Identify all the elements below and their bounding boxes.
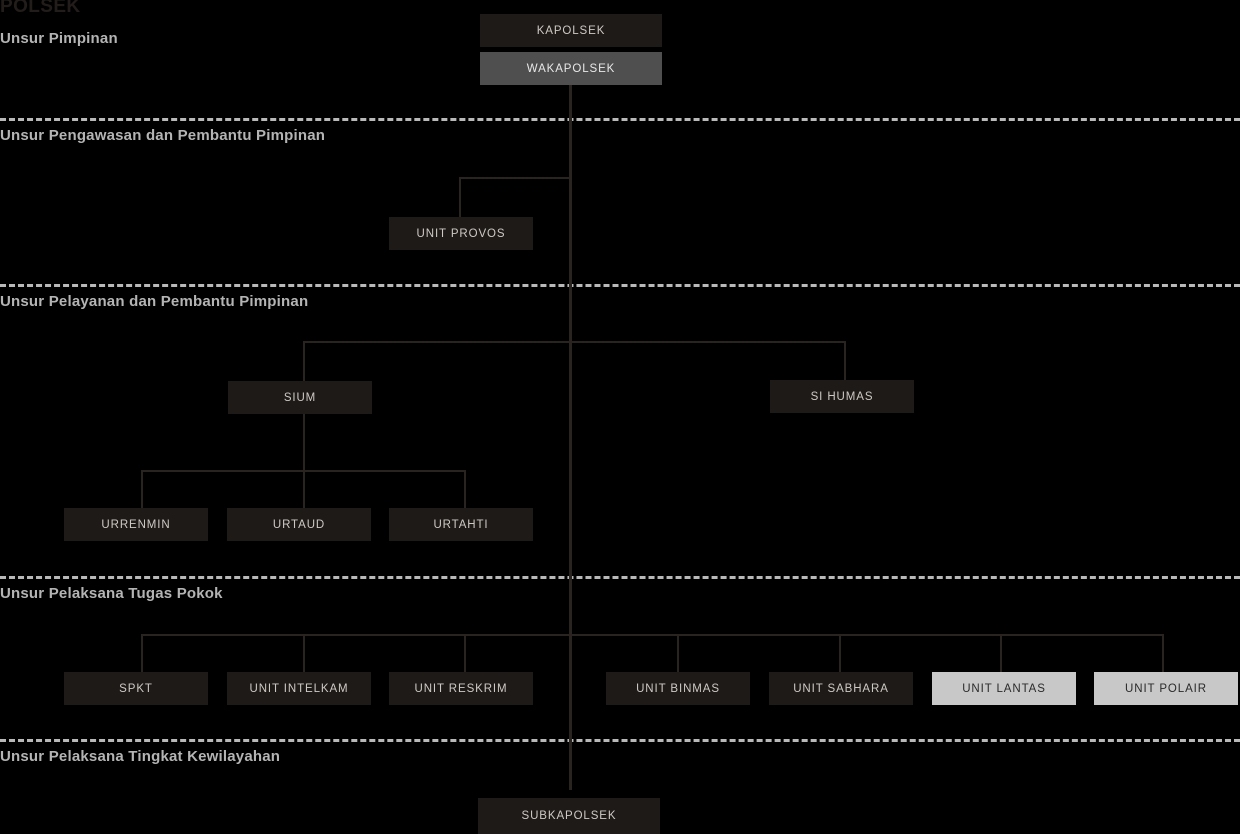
connector-provos-horizontal bbox=[459, 177, 571, 179]
connector-urrenmin-drop bbox=[141, 470, 143, 508]
connector-pelaksana-bus bbox=[141, 634, 1163, 636]
node-urrenmin[interactable]: URRENMIN bbox=[64, 508, 208, 541]
node-unit-provos[interactable]: UNIT PROVOS bbox=[389, 217, 533, 250]
node-unit-intelkam[interactable]: UNIT INTELKAM bbox=[227, 672, 371, 705]
node-unit-sabhara[interactable]: UNIT SABHARA bbox=[769, 672, 913, 705]
connector-urtaud-drop bbox=[303, 470, 305, 508]
connector-intelkam-drop bbox=[303, 634, 305, 672]
node-unit-polair[interactable]: UNIT POLAIR bbox=[1094, 672, 1238, 705]
connector-lantas-drop bbox=[1000, 634, 1002, 672]
connector-polair-drop bbox=[1162, 634, 1164, 672]
node-unit-lantas[interactable]: UNIT LANTAS bbox=[932, 672, 1076, 705]
section-label-pelayanan: Unsur Pelayanan dan Pembantu Pimpinan bbox=[0, 293, 309, 310]
divider-pelayanan-pelaksana bbox=[0, 576, 1240, 579]
divider-pimpinan-pengawasan bbox=[0, 118, 1240, 121]
node-urtaud[interactable]: URTAUD bbox=[227, 508, 371, 541]
node-si-humas[interactable]: SI HUMAS bbox=[770, 380, 914, 413]
connector-binmas-drop bbox=[677, 634, 679, 672]
node-kapolsek[interactable]: KAPOLSEK bbox=[480, 14, 662, 47]
main-spine-connector bbox=[569, 85, 572, 790]
node-sium[interactable]: SIUM bbox=[228, 381, 372, 414]
connector-sabhara-drop bbox=[839, 634, 841, 672]
node-urtahti[interactable]: URTAHTI bbox=[389, 508, 533, 541]
section-label-pimpinan: Unsur Pimpinan bbox=[0, 30, 118, 47]
connector-provos-drop bbox=[459, 177, 461, 218]
node-spkt[interactable]: SPKT bbox=[64, 672, 208, 705]
connector-reskrim-drop bbox=[464, 634, 466, 672]
section-label-kewilayahan: Unsur Pelaksana Tingkat Kewilayahan bbox=[0, 748, 281, 765]
node-unit-binmas[interactable]: UNIT BINMAS bbox=[606, 672, 750, 705]
section-label-pengawasan: Unsur Pengawasan dan Pembantu Pimpinan bbox=[0, 127, 326, 144]
page-title: POLSEK bbox=[0, 0, 81, 17]
node-subkapolsek[interactable]: SUBKAPOLSEK bbox=[478, 798, 660, 834]
node-wakapolsek[interactable]: WAKAPOLSEK bbox=[480, 52, 662, 85]
connector-urtahti-drop bbox=[464, 470, 466, 508]
connector-spkt-drop bbox=[141, 634, 143, 672]
connector-sium-stem bbox=[303, 414, 305, 472]
section-label-pelaksana: Unsur Pelaksana Tugas Pokok bbox=[0, 585, 223, 602]
connector-pelayanan-bus bbox=[303, 341, 846, 343]
divider-pelaksana-kewilayahan bbox=[0, 739, 1240, 742]
node-unit-reskrim[interactable]: UNIT RESKRIM bbox=[389, 672, 533, 705]
connector-sium-drop bbox=[303, 341, 305, 381]
divider-pengawasan-pelayanan bbox=[0, 284, 1240, 287]
connector-sihumas-drop bbox=[844, 341, 846, 381]
